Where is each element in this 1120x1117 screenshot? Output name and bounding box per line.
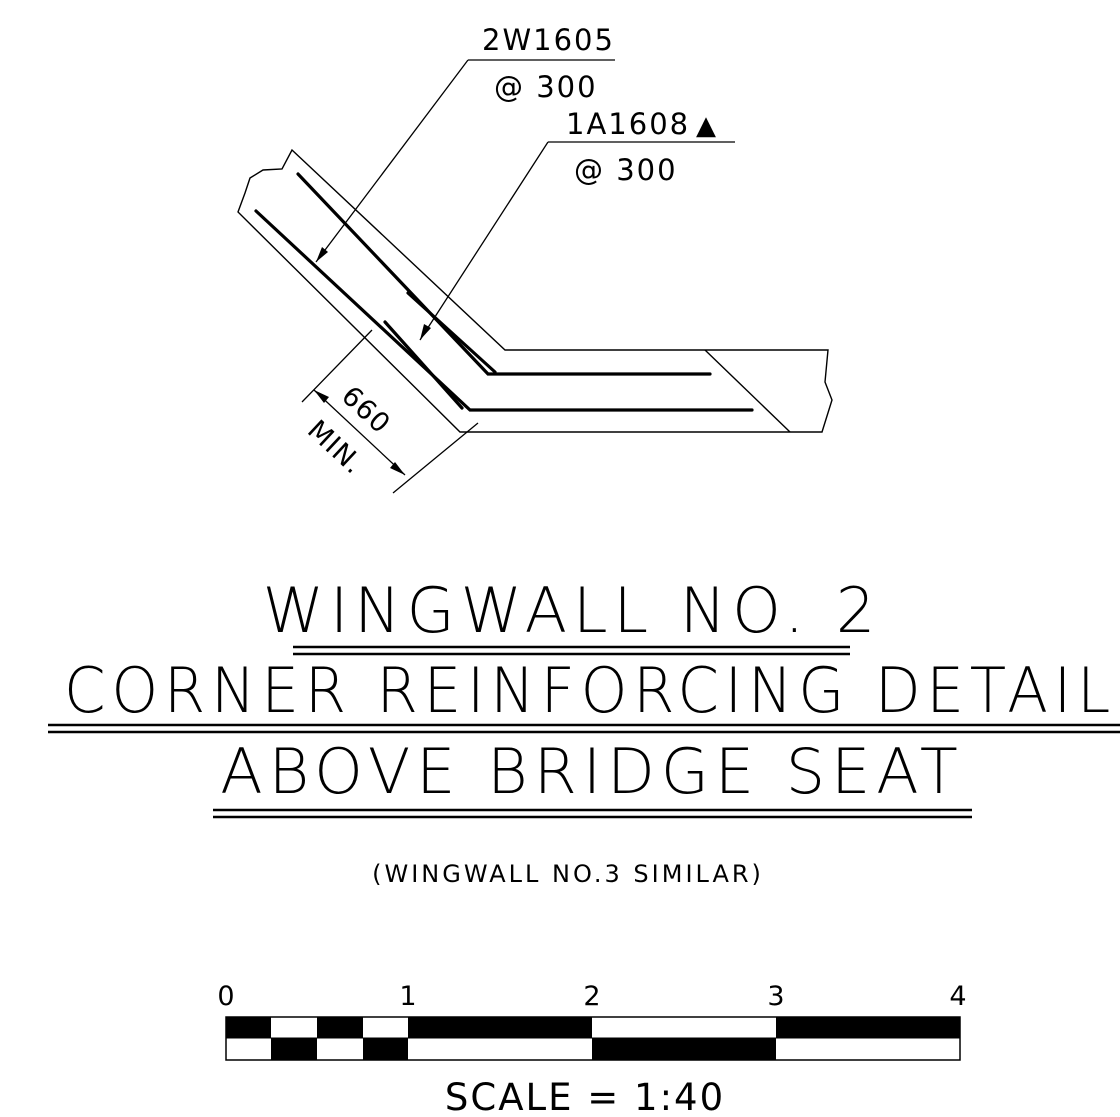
title-line-3: ABOVE BRIDGE SEAT <box>220 735 964 808</box>
scale-cell-top-5 <box>408 1017 592 1038</box>
dimension-extension-1 <box>301 329 373 403</box>
scale-tick-0: 0 <box>217 981 234 1012</box>
wall-outline <box>237 148 833 433</box>
title-line-2: CORNER REINFORCING DETAIL <box>64 654 1116 727</box>
callout-1a1608-spacing: @ 300 <box>574 153 678 187</box>
scale-tick-3: 3 <box>767 981 784 1012</box>
scale-cell-top-1 <box>226 1017 271 1038</box>
rebar-outer <box>254 209 754 412</box>
callout-1a1608-leader <box>419 141 549 341</box>
reinforcing-bars <box>254 172 754 412</box>
scale-cell-bottom-4 <box>363 1038 408 1060</box>
title-line-1: WINGWALL NO. 2 <box>263 574 882 647</box>
callout-2w1605: 2W1605 @ 300 <box>315 23 615 263</box>
callout-2w1605-arrowhead <box>316 247 328 262</box>
rebar-corner-short-2 <box>383 320 464 410</box>
scale-cell-top-3 <box>317 1017 363 1038</box>
scale-cell-bottom-2 <box>271 1038 317 1060</box>
dimension-arrowhead-end <box>390 462 405 475</box>
scale-tick-1: 1 <box>399 981 416 1012</box>
callout-2w1605-mark: 2W1605 <box>482 23 615 57</box>
scale-bar: 0 1 2 3 4 SCALE = 1:40 <box>217 981 966 1117</box>
callout-1a1608: 1A1608 ▲ @ 300 <box>419 107 735 341</box>
triangle-symbol-icon: ▲ <box>696 111 716 141</box>
callout-2w1605-leader <box>315 59 469 263</box>
scale-tick-4: 4 <box>949 981 966 1012</box>
dimension-extension-2 <box>392 422 479 494</box>
dimension-arrowhead-start <box>314 390 329 403</box>
callout-1a1608-arrowhead <box>420 324 431 340</box>
rebar-corner-short-1 <box>406 291 497 374</box>
scale-tick-2: 2 <box>583 981 600 1012</box>
scale-cell-bottom-6 <box>592 1038 776 1060</box>
callout-2w1605-spacing: @ 300 <box>494 70 598 104</box>
rebar-inner <box>296 172 712 376</box>
scale-caption: SCALE = 1:40 <box>445 1076 725 1117</box>
similar-note: (WINGWALL NO.3 SIMILAR) <box>372 860 764 888</box>
dimension-value: 660 <box>335 380 396 440</box>
dimension-line <box>313 389 406 476</box>
wingwall-plan <box>237 148 833 433</box>
detail-title: WINGWALL NO. 2 CORNER REINFORCING DETAIL… <box>48 574 1120 819</box>
corner-break-line <box>704 349 791 433</box>
callout-1a1608-mark: 1A1608 <box>566 107 690 141</box>
scale-cell-top-7 <box>776 1017 960 1038</box>
dimension-660: 660 MIN. <box>301 329 479 494</box>
